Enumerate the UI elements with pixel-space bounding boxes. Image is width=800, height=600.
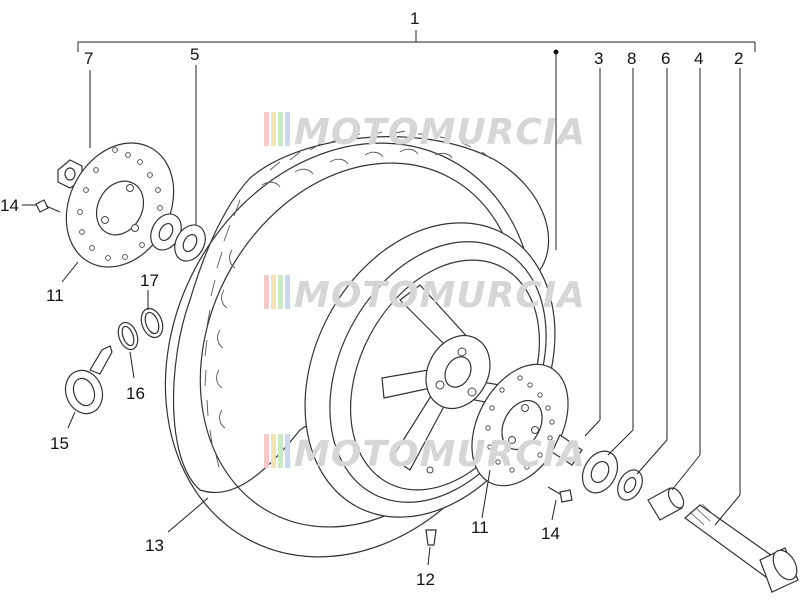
label-11-right: 11 [471, 518, 489, 537]
bolt-14-right [559, 489, 573, 503]
label-7: 7 [84, 49, 93, 68]
leader-lines [22, 49, 741, 566]
tyre-tread [204, 130, 491, 468]
label-3: 3 [594, 49, 603, 68]
label-16: 16 [126, 384, 145, 403]
spacer-3 [551, 434, 583, 466]
speedo-drive-15 [64, 369, 104, 415]
axle-parts-right [551, 434, 799, 593]
axle-nut-end [772, 549, 798, 581]
watermark-middle: MOTOMURCIA [264, 275, 586, 316]
label-15: 15 [50, 434, 69, 453]
assembly-bracket [77, 30, 756, 52]
watermark-text: MOTOMURCIA [294, 434, 586, 475]
label-14-left: 14 [0, 196, 19, 215]
seal-ring-6 [617, 469, 643, 501]
valve-12 [425, 529, 437, 546]
brake-disc-right [471, 363, 569, 487]
label-17: 17 [140, 271, 159, 290]
brake-disc-left [65, 142, 175, 268]
label-5: 5 [190, 45, 199, 64]
label-12: 12 [416, 570, 435, 589]
tyre-wheel-assembly [164, 130, 556, 558]
watermark-text: MOTOMURCIA [294, 275, 586, 316]
label-2: 2 [734, 49, 743, 68]
label-14-right: 14 [541, 524, 560, 543]
bearing-5b [174, 224, 206, 262]
clip-ring-17 [140, 307, 164, 339]
label-8: 8 [627, 49, 636, 68]
callout-labels: 1 7 5 3 8 6 4 2 14 11 17 16 15 13 12 11 … [0, 9, 743, 589]
label-13: 13 [145, 536, 164, 555]
parts-left [35, 142, 573, 546]
label-6: 6 [661, 49, 670, 68]
bolt-14-left [35, 199, 49, 213]
label-4: 4 [694, 49, 703, 68]
label-11-left: 11 [46, 286, 64, 305]
label-1: 1 [410, 9, 419, 28]
clip-ring-16 [117, 321, 139, 351]
watermark-top: MOTOMURCIA [264, 112, 586, 153]
watermark-text: MOTOMURCIA [294, 112, 586, 153]
watermark-bottom: MOTOMURCIA [264, 434, 586, 475]
